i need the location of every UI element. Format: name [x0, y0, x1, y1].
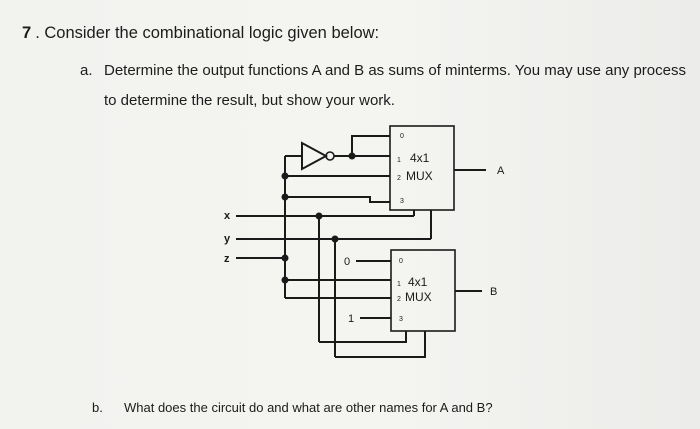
question-title: 7. Consider the combinational logic give… [22, 24, 379, 43]
mux-bottom-input-1-label: 1 [397, 281, 401, 288]
inverter-out-to-mux-top-0 [351, 135, 390, 156]
input-x-label: x [224, 210, 231, 222]
mux-top-input-0-label: 0 [400, 133, 404, 140]
output-a-label: A [497, 165, 505, 177]
mux-top-input-3-label: 3 [400, 198, 404, 205]
const-zero-label: 0 [344, 256, 350, 268]
output-b-label: B [490, 286, 497, 298]
mux-top-size-label: 4x1 [410, 151, 430, 165]
junction-dot [281, 193, 289, 201]
mux-bottom-size-label: 4x1 [408, 275, 428, 289]
mux-bottom-input-3-label: 3 [399, 316, 403, 323]
junction-dot [348, 152, 356, 160]
mux-top-input-2-label: 2 [397, 175, 401, 182]
mux-bottom-type-label: MUX [405, 290, 432, 304]
junction-dot [281, 254, 289, 262]
part-a-text-line2: to determine the result, but show your w… [104, 92, 395, 109]
mux-top-box [389, 125, 455, 211]
part-b-text: What does the circuit do and what are ot… [124, 400, 493, 415]
junction-dot [281, 276, 289, 284]
question-number-dot: . [35, 24, 45, 42]
question-number: 7 [22, 24, 32, 42]
mux-bottom-input-2-label: 2 [397, 296, 401, 303]
inverter-triangle [301, 141, 329, 171]
const-one-label: 1 [348, 313, 354, 325]
part-b-label: b. [92, 400, 103, 415]
junction-dot [281, 172, 289, 180]
input-y-label: y [224, 233, 231, 245]
z-to-mux-top-3 [285, 196, 390, 203]
part-a-label: a. [80, 62, 93, 79]
junction-dot [315, 212, 323, 220]
part-a-text-line1: Determine the output functions A and B a… [104, 62, 686, 79]
y-to-mux-bottom-select-wire [335, 331, 426, 358]
junction-dot [331, 235, 339, 243]
question-title-text: Consider the combinational logic given b… [44, 24, 380, 42]
mux-top-input-1-label: 1 [397, 157, 401, 164]
x-to-mux-bottom-select-wire [319, 331, 407, 343]
mux-bottom-input-0-label: 0 [399, 258, 403, 265]
mux-top-type-label: MUX [406, 169, 433, 183]
input-z-label: z [224, 253, 230, 265]
